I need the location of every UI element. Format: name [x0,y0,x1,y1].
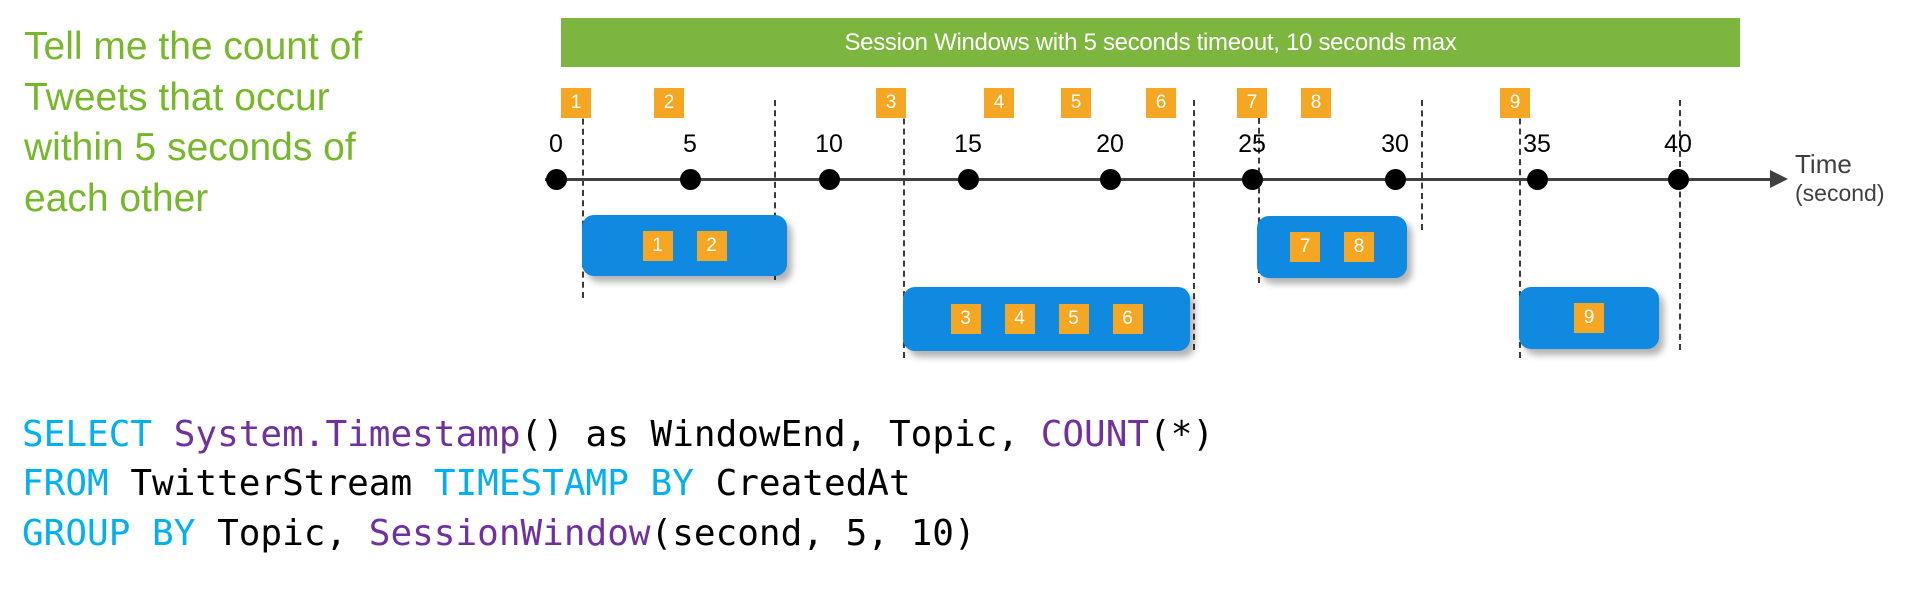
session-window-box-3[interactable]: 7 8 [1257,216,1407,278]
axis-dot-30 [1385,169,1406,190]
tick-label-10: 10 [815,130,843,158]
event-marker-5[interactable]: 5 [1061,88,1091,118]
window-boundary-line-2 [774,100,776,280]
sql-keyword-select: SELECT [22,414,153,455]
event-marker-1[interactable]: 1 [561,88,591,118]
tick-label-30: 30 [1381,130,1409,158]
tick-label-0: 0 [549,130,563,158]
tick-label-25: 25 [1238,130,1266,158]
event-marker-7[interactable]: 7 [1237,88,1267,118]
sql-keyword-group-by: GROUP BY [22,512,196,554]
session-window-banner: Session Windows with 5 seconds timeout, … [561,18,1740,67]
window3-event-7: 7 [1290,232,1320,262]
event-marker-9[interactable]: 9 [1500,88,1530,118]
window2-event-6: 6 [1112,304,1143,334]
event-marker-6[interactable]: 6 [1146,88,1176,118]
tick-label-40: 40 [1664,130,1692,158]
window-boundary-line-6 [1421,100,1423,230]
time-axis-caption: Time (second) [1795,149,1885,206]
window4-event-9: 9 [1574,303,1604,333]
time-axis-sublabel: (second) [1795,179,1885,206]
event-marker-8[interactable]: 8 [1301,88,1331,118]
sql-column-createdat: CreatedAt [693,463,911,505]
sql-column-topic: Topic, [195,512,369,554]
axis-dot-25 [1242,169,1263,190]
tick-label-15: 15 [954,130,982,158]
sql-space-1 [152,414,174,455]
time-axis-arrow-icon [1770,170,1788,188]
session-window-box-2[interactable]: 3 4 5 6 [903,287,1190,351]
tick-label-20: 20 [1096,130,1124,158]
axis-dot-10 [819,169,840,190]
axis-dot-40 [1668,169,1689,190]
tick-label-5: 5 [683,130,697,158]
event-marker-2[interactable]: 2 [654,88,684,118]
window3-event-8: 8 [1344,232,1374,262]
window-boundary-line-3 [903,88,905,358]
sql-keyword-from: FROM [22,463,109,505]
tick-label-35: 35 [1523,130,1551,158]
window2-event-4: 4 [1004,304,1035,334]
window-boundary-line-1 [582,88,584,298]
axis-dot-0 [546,169,567,190]
event-marker-3[interactable]: 3 [876,88,906,118]
sql-keyword-timestamp-by: TIMESTAMP BY [433,463,694,505]
event-marker-4[interactable]: 4 [984,88,1014,118]
sql-function-system-timestamp: System.Timestamp [173,414,521,455]
time-axis-label: Time [1795,149,1852,179]
sql-line1-tail: (*) [1149,414,1215,455]
axis-dot-35 [1527,169,1548,190]
window-boundary-line-4 [1193,100,1195,350]
sql-function-count: COUNT [1040,414,1150,455]
sql-table-name: TwitterStream [108,463,434,505]
sql-line1-mid: () as WindowEnd, Topic, [520,414,1041,455]
axis-dot-15 [958,169,979,190]
session-window-banner-label: Session Windows with 5 seconds timeout, … [844,28,1457,56]
session-window-box-4[interactable]: 9 [1519,287,1659,349]
window1-event-2: 2 [696,230,727,261]
window1-event-1: 1 [642,230,673,261]
axis-dot-5 [680,169,701,190]
window2-event-3: 3 [950,304,981,334]
sql-query-block: SELECT System.Timestamp() as WindowEnd, … [22,410,1214,558]
window2-event-5: 5 [1058,304,1089,334]
window-boundary-line-8 [1679,100,1681,350]
sql-sessionwindow-args: (second, 5, 10) [650,512,976,554]
time-axis-line [545,178,1775,181]
sql-function-sessionwindow: SessionWindow [368,512,651,554]
session-window-box-1[interactable]: 1 2 [582,215,787,276]
axis-dot-20 [1100,169,1121,190]
prompt-text: Tell me the count of Tweets that occur w… [24,25,363,221]
window-boundary-line-7 [1519,88,1521,358]
